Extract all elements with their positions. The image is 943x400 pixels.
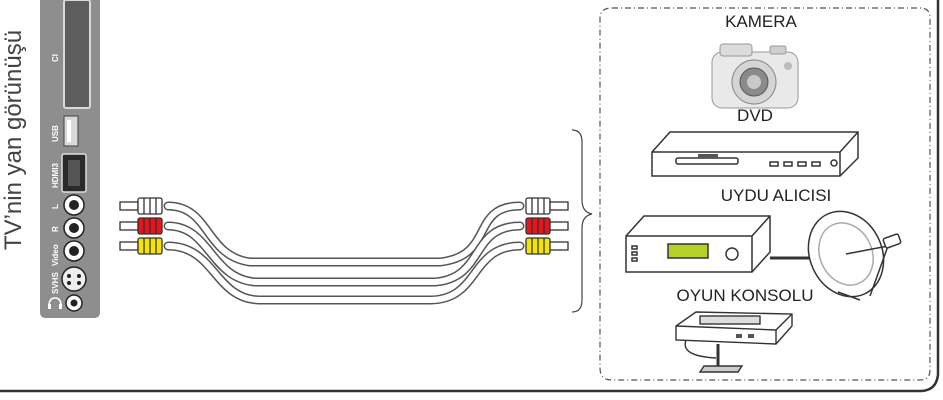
dvd-label: DVD [737, 106, 773, 125]
tv-side-view-title: TV’nin yan görünüşü [0, 29, 27, 251]
satellite-label: UYDU ALICISI [720, 186, 832, 205]
ci-slot [63, 0, 91, 109]
hdmi3-label: HDMI3 [51, 163, 60, 188]
svhs-label: SVHS [51, 272, 60, 294]
l-label: L [51, 204, 60, 209]
device-box [599, 7, 931, 381]
camera-icon [711, 43, 799, 109]
brace [571, 129, 593, 313]
av-cables [163, 201, 525, 305]
satellite-receiver-icon [625, 215, 771, 273]
dvd-player-icon [651, 131, 859, 177]
headphone-icon [48, 297, 62, 307]
left-yellow-plug [119, 237, 163, 255]
satellite-dish-icon [770, 210, 902, 301]
r-label: R [51, 226, 60, 232]
usb-label: USB [51, 125, 60, 142]
svhs-port [61, 266, 87, 292]
left-red-plug [119, 217, 163, 235]
tv-side-panel [40, 0, 100, 318]
ci-label: CI [51, 54, 60, 62]
camera-label: KAMERA [725, 12, 797, 31]
left-white-plug [119, 197, 163, 215]
game-console-icon [675, 311, 793, 373]
console-label: OYUN KONSOLU [676, 286, 814, 305]
right-white-plug [525, 197, 569, 215]
video-label: Video [51, 244, 60, 266]
right-yellow-plug [525, 237, 569, 255]
right-red-plug [525, 217, 569, 235]
